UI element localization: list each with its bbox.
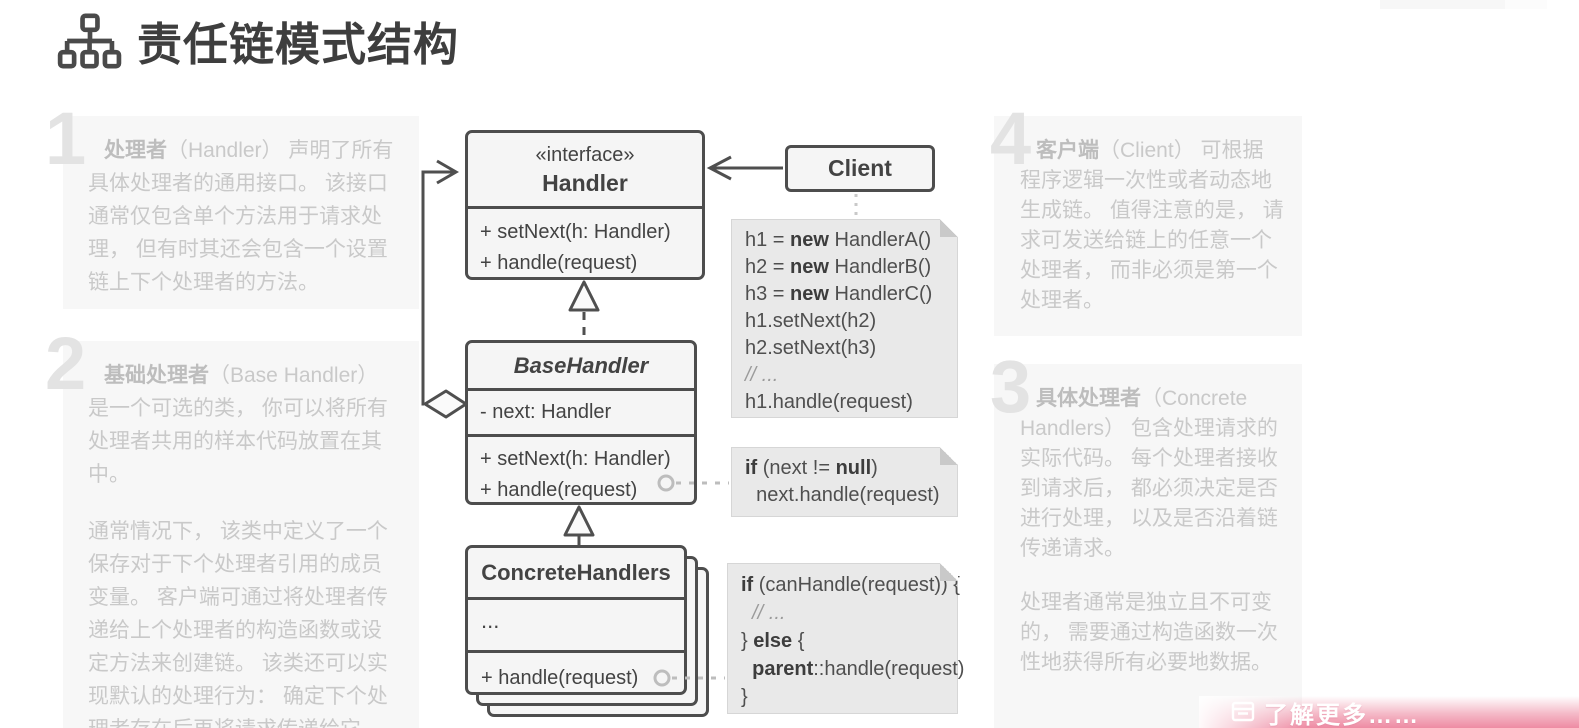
method: + handle(request) <box>480 479 638 501</box>
panel-concrete-handlers: 3 具体处理者（Concrete Handlers） 包含处理请求的实际代码。 … <box>990 350 1302 728</box>
panel-body: （Handler） 声明了所有具体处理者的通用接口。 该接口通常仅包含单个方法用… <box>88 139 394 294</box>
uml-fields: ... <box>468 597 684 650</box>
panel-text: 客户端（Client） 可根据程序逻辑一次性或者动态地生成链。 值得注意的是， … <box>994 116 1302 316</box>
panel-client: 4 客户端（Client） 可根据程序逻辑一次性或者动态地生成链。 值得注意的是… <box>990 102 1302 336</box>
top-strip-light <box>1505 0 1547 9</box>
code-block: h1 = new HandlerA()h2 = new HandlerB()h3… <box>745 229 933 413</box>
class-name: ConcreteHandlers <box>481 560 671 585</box>
note-concrete-handle-code: if (canHandle(request)) { // ...} else {… <box>727 563 965 714</box>
panel-number: 2 <box>45 322 87 405</box>
uml-header: «interface» Handler <box>468 133 702 206</box>
method: + setNext(h: Handler) <box>480 448 671 470</box>
hierarchy-icon <box>57 12 122 69</box>
method: + handle(request) <box>481 667 639 689</box>
field: ... <box>481 608 500 633</box>
aggregation-arrowhead-icon <box>436 159 459 185</box>
note-fold-corner <box>940 563 958 581</box>
page-title: 责任链模式结构 <box>137 19 460 70</box>
aggregation-line <box>421 170 455 406</box>
code-block: if (next != null) next.handle(request) <box>745 457 940 506</box>
uml-methods: + handle(request) <box>468 650 684 692</box>
class-name: BaseHandler <box>513 353 649 378</box>
stereotype-label: «interface» <box>535 144 635 166</box>
note-fold-corner <box>940 447 958 465</box>
panel-body: （Client） 可根据程序逻辑一次性或者动态地生成链。 值得注意的是， 请求可… <box>1020 139 1284 312</box>
learn-more-banner[interactable]: 了解更多…… <box>1199 696 1579 728</box>
panel-term: 处理者 <box>104 139 167 162</box>
uml-client: Client <box>785 145 935 192</box>
panel-text: 基础处理者（Base Handler） 是一个可选的类， 你可以将所有处理者共用… <box>63 341 419 491</box>
uml-header: BaseHandler <box>468 343 694 388</box>
code-block: if (canHandle(request)) { // ...} else {… <box>741 574 965 708</box>
top-strip <box>1380 0 1505 9</box>
panel-handler: 1 处理者（Handler） 声明了所有具体处理者的通用接口。 该接口通常仅包含… <box>45 102 419 309</box>
learn-more-label: 了解更多…… <box>1264 701 1420 728</box>
panel-text: 具体处理者（Concrete Handlers） 包含处理请求的实际代码。 每个… <box>994 364 1302 564</box>
panel-text-2: 通常情况下， 该类中定义了一个保存对于下个处理者引用的成员变量。 客户端可通过将… <box>88 520 388 728</box>
uml-methods: + setNext(h: Handler) + handle(request) <box>468 206 702 277</box>
inheritance-triangle-icon <box>563 505 595 537</box>
note-base-handle-code: if (next != null) next.handle(request) <box>731 447 958 517</box>
panel-body: （Base Handler） 是一个可选的类， 你可以将所有处理者共用的样本代码… <box>88 364 388 486</box>
note-fold-corner <box>940 219 958 237</box>
uml-base-handler: BaseHandler - next: Handler + setNext(h:… <box>465 340 697 505</box>
title-row: 责任链模式结构 <box>57 8 459 73</box>
panel-term: 客户端 <box>1036 139 1099 162</box>
uml-concrete-handlers: ConcreteHandlers ... + handle(request) <box>465 545 687 695</box>
note-client-code: h1 = new HandlerA()h2 = new HandlerB()h3… <box>731 219 958 418</box>
panel-body: （Concrete Handlers） 包含处理请求的实际代码。 每个处理者接收… <box>1020 387 1278 560</box>
uml-methods: + setNext(h: Handler) + handle(request) <box>468 434 694 502</box>
client-arrowhead-icon <box>706 155 732 181</box>
book-icon <box>1231 701 1255 722</box>
realization-triangle-icon <box>568 280 600 312</box>
method: + setNext(h: Handler) <box>480 221 671 243</box>
uml-header: ConcreteHandlers <box>468 548 684 597</box>
uml-fields: - next: Handler <box>468 388 694 434</box>
panel-term: 基础处理者 <box>104 364 209 387</box>
field: - next: Handler <box>480 401 612 423</box>
panel-number: 3 <box>990 345 1032 428</box>
panel-text-2: 处理者通常是独立且不可变的， 需要通过构造函数一次性地获得所有必要地数据。 <box>1020 591 1278 674</box>
class-name: Handler <box>542 170 628 196</box>
method: + handle(request) <box>480 252 638 274</box>
panel-text: 处理者（Handler） 声明了所有具体处理者的通用接口。 该接口通常仅包含单个… <box>63 116 419 299</box>
panel-base-handler: 2 基础处理者（Base Handler） 是一个可选的类， 你可以将所有处理者… <box>45 327 419 728</box>
panel-term: 具体处理者 <box>1036 387 1141 410</box>
uml-handler-interface: «interface» Handler + setNext(h: Handler… <box>465 130 705 280</box>
panel-number: 4 <box>990 97 1032 180</box>
panel-number: 1 <box>45 97 87 180</box>
aggregation-diamond-icon <box>423 389 468 419</box>
